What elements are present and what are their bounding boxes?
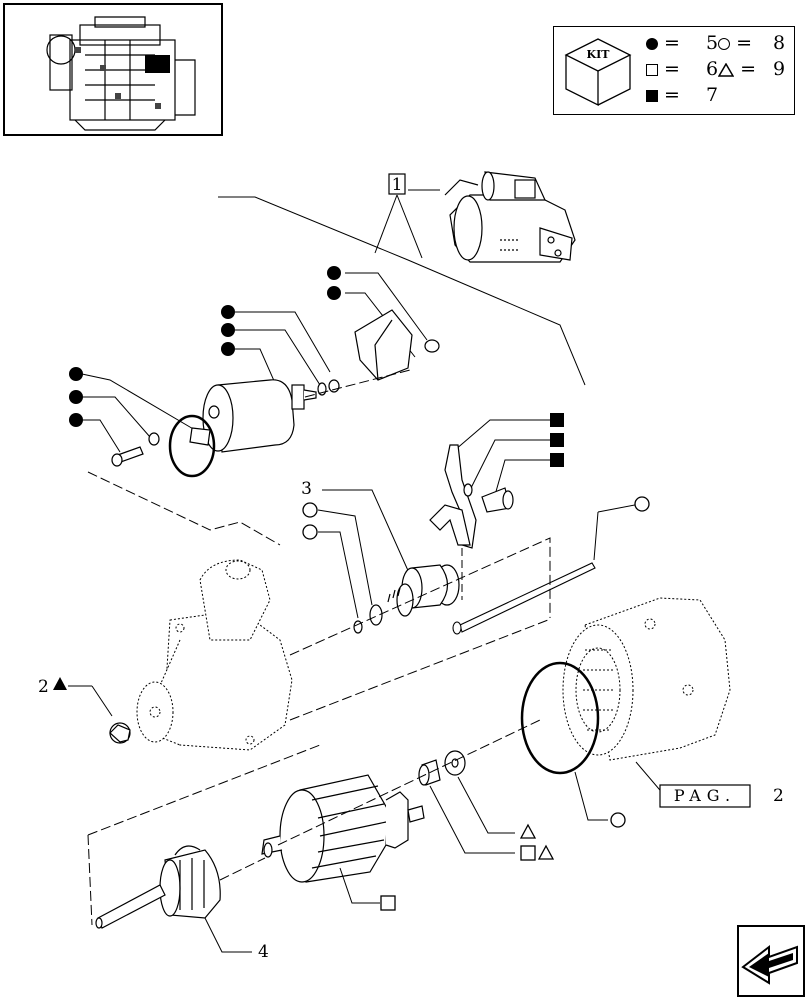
bearing-washer-icon: [418, 750, 466, 786]
dashed-group-frame: [87, 471, 551, 926]
kit-legend: KIT = 5 = 8 = 6 = 9 = 7: [553, 26, 795, 115]
kit-row-2-number: 6: [706, 58, 719, 80]
fork-lever-icon: [429, 444, 514, 549]
drive-end-housing-icon: [136, 559, 293, 751]
kit-row-1-number: 5: [706, 32, 719, 54]
tie-rod-icon: [452, 562, 596, 635]
pinion-leader-lines: [317, 489, 411, 619]
solenoid-cover-icon: [354, 309, 413, 381]
kit-box-icon: KIT: [564, 38, 632, 107]
solenoid-seal-ring-icon: [168, 414, 216, 478]
kit-row-1: =: [646, 33, 680, 53]
kit-badge: KIT: [587, 48, 611, 61]
page-reference[interactable]: PAG. 2: [659, 784, 784, 808]
kit-row-3-qty: 7: [706, 84, 719, 106]
kit-row-1-qty: 8: [773, 32, 786, 54]
open-circle-icon: [718, 38, 731, 50]
commutator-end-frame-icon: [95, 845, 221, 929]
kit-row-1-right: 5 =: [706, 33, 752, 53]
engine-thumbnail-icon: [46, 16, 196, 131]
filled-square-icon: [646, 90, 658, 102]
page-ref-number: 2: [773, 786, 784, 806]
solenoid-icon: [189, 379, 317, 453]
kit-row-2-right: 6 =: [706, 59, 756, 79]
assembly-ref-callout: 1: [388, 173, 406, 195]
kit-row-2-qty: 9: [773, 58, 786, 80]
previous-page-button[interactable]: [737, 925, 805, 997]
kit-row-2-right-equals: =: [740, 58, 757, 80]
drive-pinion-icon: [387, 564, 460, 617]
starter-assembly-icon: [444, 171, 576, 263]
previous-page-arrow-icon: [741, 944, 798, 985]
yoke-frame-icon: [562, 597, 731, 761]
bushing-leader-lines: [429, 776, 515, 854]
cap-label: 2: [38, 677, 49, 697]
armature-icon: [261, 774, 425, 883]
page-ref-text: PAG.: [674, 786, 736, 805]
filled-circle-icon: [646, 38, 658, 50]
kit-row-3-equals: =: [664, 84, 680, 106]
open-square-icon: [646, 64, 658, 76]
kit-row-1-right-equals: =: [736, 32, 753, 54]
pinion-washers-icon: [353, 604, 383, 634]
fork-leader-lines: [454, 419, 550, 496]
kit-row-1-equals: =: [664, 32, 680, 54]
open-triangle-icon: [717, 62, 735, 77]
yoke-seal-ring-icon: [520, 661, 600, 775]
kit-row-3: =: [646, 85, 680, 105]
end-frame-label: 4: [258, 942, 269, 962]
kit-row-2-equals: =: [664, 58, 680, 80]
end-cap-icon: [109, 722, 131, 744]
solenoid-leader-lines: [81, 272, 428, 453]
drive-pinion-label: 3: [301, 479, 312, 499]
engine-thumbnail[interactable]: [3, 3, 223, 136]
assembly-ref-label: 1: [392, 175, 403, 195]
kit-row-2: =: [646, 59, 680, 79]
ring-leader-lines: [574, 761, 667, 821]
assembly-group-lines: [218, 189, 586, 386]
